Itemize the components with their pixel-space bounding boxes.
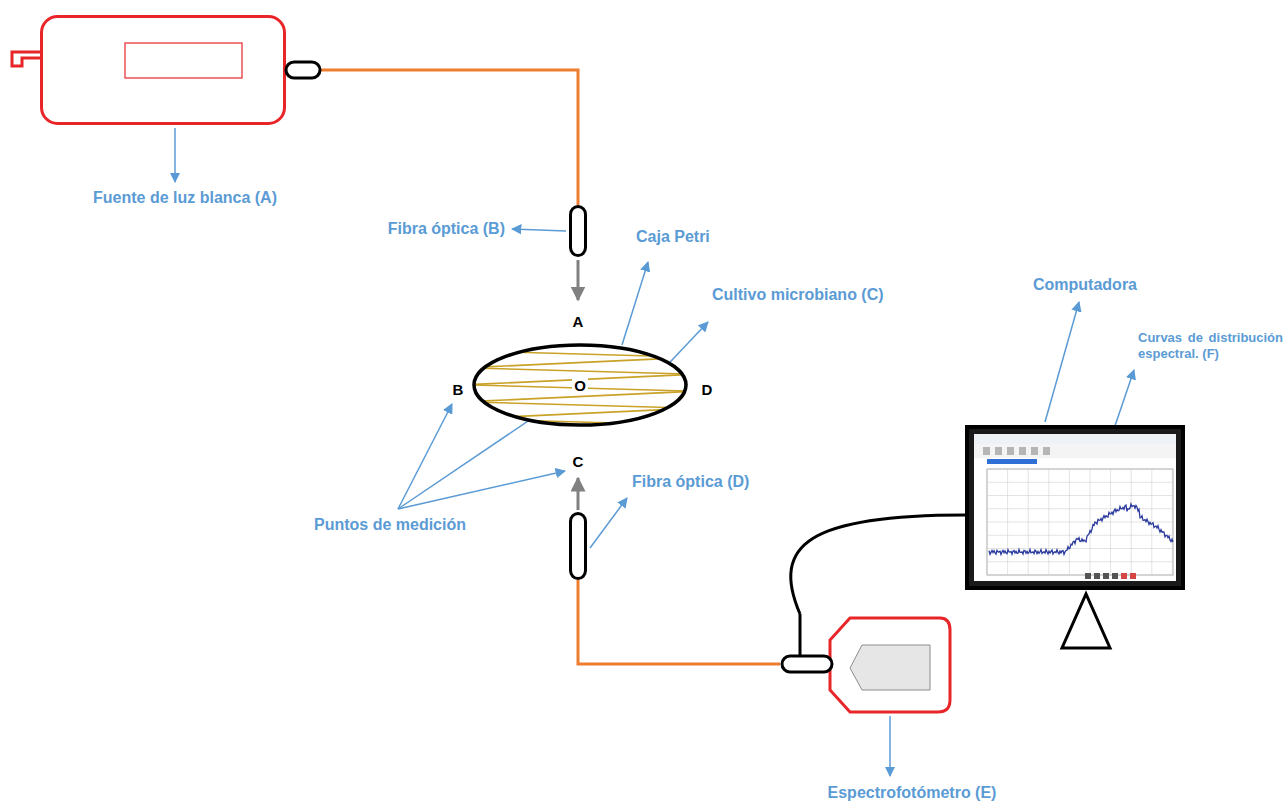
display-window xyxy=(850,645,930,690)
node-shape xyxy=(569,512,587,580)
tool-icon xyxy=(1043,447,1050,455)
drawing-part xyxy=(987,495,1173,496)
part-label: Cultivo microbiano (C) xyxy=(712,285,884,304)
display-window xyxy=(125,43,242,78)
optical-fiber xyxy=(578,580,780,664)
optical-fiber xyxy=(286,70,578,205)
taskbar-icon xyxy=(1121,573,1127,579)
housing xyxy=(42,17,285,124)
monitor-stand xyxy=(1062,594,1110,648)
light-arrow xyxy=(577,260,580,300)
menu-bar xyxy=(974,434,1176,444)
spectral-curve xyxy=(989,504,1173,554)
drawing-part xyxy=(987,522,1173,523)
computer-monitor: Computadora xyxy=(965,425,1185,590)
node-shape xyxy=(780,614,952,714)
part-label: Caja Petri xyxy=(636,227,710,246)
drawing-part xyxy=(987,561,1173,562)
node-label: Fibra óptica (D) xyxy=(632,472,749,491)
taskbar-icon xyxy=(1112,573,1118,579)
leader-line xyxy=(1045,302,1079,422)
status-bar xyxy=(987,459,1037,464)
leader-line xyxy=(512,229,566,231)
part-label: Puntos de medición xyxy=(314,515,466,534)
monitor-frame xyxy=(967,427,1183,588)
instrument-housing xyxy=(830,618,950,712)
dish-rim xyxy=(474,345,686,425)
drawing-part xyxy=(987,548,1173,549)
part-label: Curvas de distribución espectral. (F) xyxy=(1138,330,1283,361)
taskbar-icon xyxy=(1085,573,1091,579)
drawing-part xyxy=(987,575,1173,576)
node-label: Computadora xyxy=(1033,275,1137,294)
node-shape xyxy=(965,425,1185,590)
point-letter: D xyxy=(700,381,715,399)
drawing-part xyxy=(987,482,1173,483)
leader-line xyxy=(398,471,565,509)
point-letter: C xyxy=(571,453,586,471)
drawing-part xyxy=(472,402,688,408)
leader-line xyxy=(398,404,452,509)
drawing-part xyxy=(472,368,688,374)
toolbar xyxy=(974,444,1176,458)
drawing-part xyxy=(987,469,1173,470)
petri-dish: O xyxy=(472,343,688,427)
point-letter: A xyxy=(571,313,586,331)
tool-icon xyxy=(983,447,990,455)
fiber-probe: Fibra óptica (D) xyxy=(569,512,587,580)
fiber-connector xyxy=(286,62,320,78)
probe-body xyxy=(571,207,586,256)
plot-grid xyxy=(987,469,1173,575)
tool-icon xyxy=(1019,447,1026,455)
leader-line xyxy=(590,498,627,548)
node-label: Fibra óptica (B) xyxy=(388,219,505,238)
node-label: Fuente de luz blanca (A) xyxy=(93,188,277,207)
cable-stub xyxy=(799,614,802,657)
tool-icon xyxy=(995,447,1002,455)
drawing-part xyxy=(472,358,688,368)
plot-area xyxy=(987,469,1173,575)
light-arrow xyxy=(577,478,580,510)
point-letter: B xyxy=(451,381,466,399)
tool-icon xyxy=(1007,447,1014,455)
fiber-connector xyxy=(782,656,832,672)
taskbar-icon xyxy=(1094,573,1100,579)
point-letter: O xyxy=(572,377,588,395)
data-cable xyxy=(791,515,965,614)
leader-line xyxy=(174,128,176,182)
fiber-probe: Fibra óptica (B) xyxy=(569,205,587,257)
power-plug xyxy=(12,52,40,66)
tool-icon xyxy=(1031,447,1038,455)
taskbar-icon xyxy=(1130,573,1136,579)
drawing-part xyxy=(987,508,1173,509)
node-label: Espectrofotómetro (E) xyxy=(828,783,997,802)
light-source: Fuente de luz blanca (A) xyxy=(40,15,286,125)
leader-line xyxy=(889,716,891,776)
probe-body xyxy=(571,514,586,579)
node-shape xyxy=(40,15,286,125)
taskbar-icon xyxy=(1103,573,1109,579)
node-shape xyxy=(569,205,587,257)
screen xyxy=(974,434,1176,581)
spectrophotometer: Espectrofotómetro (E) xyxy=(780,614,952,714)
leader-line xyxy=(622,262,648,345)
drawing-part xyxy=(987,535,1173,536)
